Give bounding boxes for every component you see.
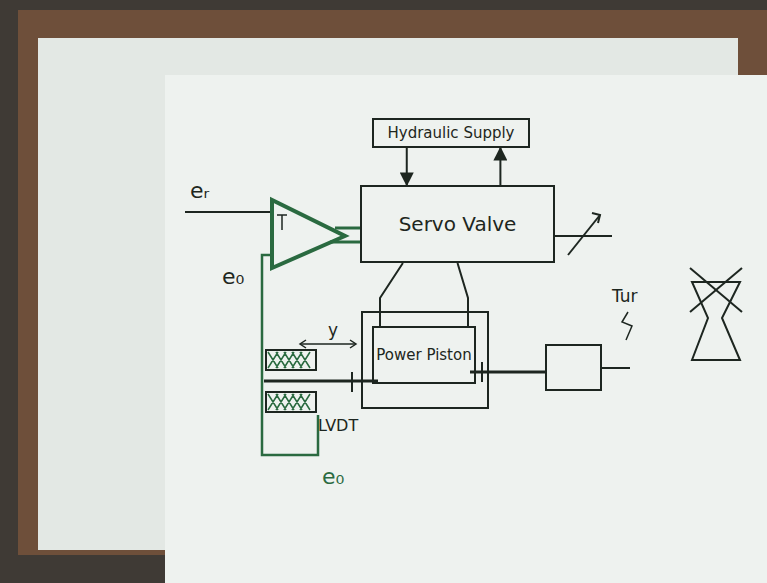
connector [499,148,501,185]
feedback-wire [262,255,318,455]
text-wrap: Servo Valve [399,213,517,235]
adjust-slash [568,215,600,255]
adjust-slash [592,213,600,223]
lvdt-coil [268,394,310,410]
linkage-box [546,345,601,390]
displacement-arrow [300,340,306,348]
turbine-mark [690,268,742,312]
valve-stem [601,367,630,369]
signal-name: eᵣ [190,180,209,202]
paper-sheet [165,75,767,583]
amplifier-output-wire [335,227,360,230]
connector [458,263,469,326]
displacement-arrow [350,340,356,348]
input-wire [185,211,272,213]
lvdt-coil [266,392,316,412]
turbine-symbol [692,282,740,360]
valve-box: Servo Valve [360,185,555,263]
rod-seal [351,372,353,392]
lvdt-coil [266,350,316,370]
node-label: Servo Valve [399,213,517,235]
text-wrap: Power Piston [376,347,471,364]
node-label: Hydraulic Supply [387,125,514,142]
part-name: Tur [612,288,638,305]
piston-box: Power Piston [372,326,476,384]
connector [380,263,403,326]
amplifier-symbol [272,200,345,268]
node-label: Power Piston [376,347,471,364]
cylinder-housing [362,312,488,408]
leader-line [622,312,632,340]
displacement-arrow [300,343,356,345]
turbine-mark [690,268,742,312]
variable-name: y [328,322,338,339]
supply-box: Hydraulic Supply [372,118,530,148]
signal-name: e₀ [322,466,344,488]
lvdt-coil [268,352,310,368]
signal-name: e₀ [222,266,244,288]
amplifier-output-wire [330,241,360,244]
text-wrap: Hydraulic Supply [387,125,514,142]
amplifier-mark [281,215,283,230]
piston-rod [264,380,378,383]
rod-seal [481,362,483,382]
connector [406,148,408,185]
amplifier-mark [277,214,287,216]
part-name: LVDT [318,418,358,434]
